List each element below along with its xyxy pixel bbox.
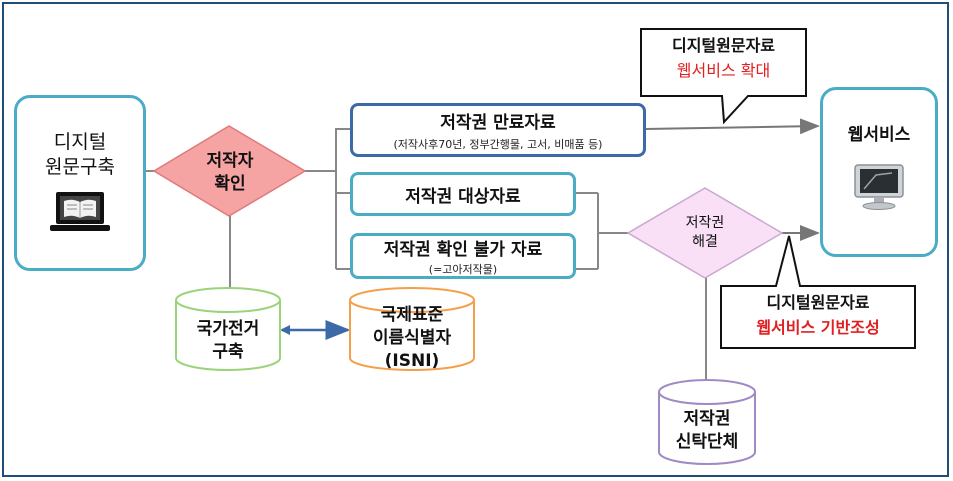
isni-line-2: 이름식별자	[372, 327, 452, 348]
unverifiable-title: 저작권 확인 불가 자료	[383, 240, 543, 260]
national-authority-line-1: 국가전거	[196, 319, 260, 339]
callout-top-line-1: 디지털원문자료	[671, 36, 776, 55]
trust-org-label: 저작권 신탁단체	[659, 408, 755, 454]
target-materials-box: 저작권 대상자료	[350, 172, 576, 216]
expired-materials-box: 저작권 만료자료 (저작사후70년, 정부간행물, 고서, 비매품 등)	[350, 103, 646, 157]
author-check-line-1: 저작자	[206, 151, 254, 171]
callout-bottom-line-1: 디지털원문자료	[766, 293, 870, 312]
target-title: 저작권 대상자료	[405, 186, 521, 207]
author-check-label: 저작자 확인	[170, 150, 290, 196]
trust-org-cylinder	[658, 379, 756, 465]
isni-label: 국제표준 이름식별자 (ISNI)	[350, 304, 474, 373]
isni-cylinder	[349, 287, 475, 371]
resolve-diamond	[626, 187, 784, 279]
expired-subtitle: (저작사후70년, 정부간행물, 고서, 비매품 등)	[393, 138, 603, 151]
unverifiable-subtitle: (=고아저작물)	[428, 263, 498, 276]
trust-org-line-1: 저작권	[683, 409, 731, 429]
callout-bottom-text: 디지털원문자료 웹서비스 기반조성	[721, 291, 915, 341]
web-service-label: 웹서비스	[847, 125, 911, 145]
national-authority-cylinder	[175, 287, 281, 371]
digital-archive-box: 디지털 원문구축	[14, 95, 146, 271]
unverifiable-materials-box: 저작권 확인 불가 자료 (=고아저작물)	[350, 233, 576, 279]
resolve-line-2: 해결	[692, 233, 718, 250]
national-authority-line-2: 구축	[212, 341, 244, 362]
isni-line-1: 국제표준	[380, 305, 444, 325]
callout-bottom-shape	[720, 235, 916, 349]
callout-bottom-line-2: 웹서비스 기반조성	[756, 317, 880, 337]
callout-top-text: 디지털원문자료 웹서비스 확대	[641, 34, 806, 84]
digital-archive-label-1: 디지털	[53, 131, 107, 154]
resolve-line-1: 저작권	[685, 215, 725, 231]
resolve-label: 저작권 해결	[655, 214, 755, 252]
web-service-box: 웹서비스	[820, 87, 938, 257]
digital-archive-label-2: 원문구축	[45, 156, 115, 178]
monitor-icon	[854, 164, 904, 210]
expired-title: 저작권 만료자료	[440, 113, 556, 133]
author-check-diamond	[152, 125, 307, 217]
laptop-book-icon	[50, 191, 110, 231]
callout-top-line-2: 웹서비스 확대	[676, 60, 771, 80]
trust-org-line-2: 신탁단체	[675, 431, 739, 452]
isni-line-3: (ISNI)	[384, 350, 440, 371]
callout-top-shape	[640, 28, 807, 125]
national-authority-label: 국가전거 구축	[176, 318, 280, 364]
author-check-line-2: 확인	[214, 173, 246, 194]
